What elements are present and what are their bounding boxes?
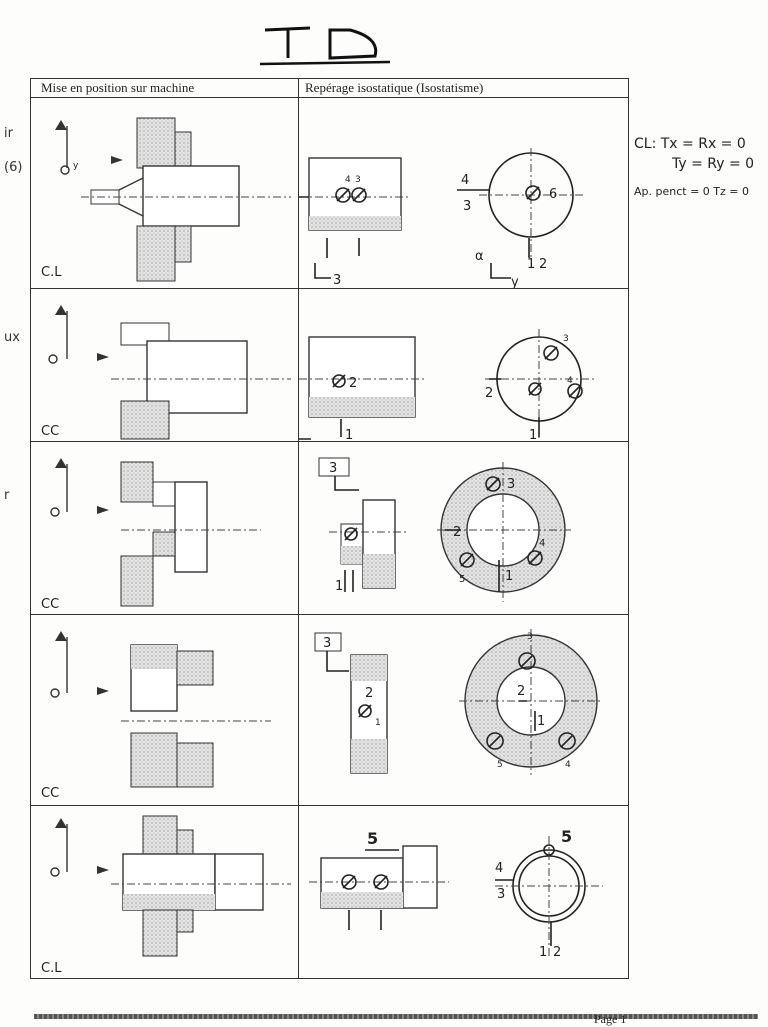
svg-text:4: 4: [539, 538, 545, 549]
svg-text:1: 1: [375, 718, 381, 728]
isostatic-drawing: 3 2 1 3 2: [314, 629, 603, 775]
mounting-mode: CC: [41, 786, 59, 801]
svg-text:3: 3: [333, 273, 341, 288]
svg-text:3: 3: [497, 887, 505, 902]
svg-text:6: 6: [549, 187, 557, 202]
isostatic-cell: 6 4 3 α 3 1 2 4 3 6: [298, 97, 629, 289]
note-line: CL: Tx = Rx = 0: [634, 136, 746, 152]
header-machine-position: Mise en position sur machine: [30, 78, 299, 98]
machine-setup-cell: C.L: [30, 805, 299, 979]
isostatic-cell: 5 4 3 5 1 2: [298, 805, 629, 979]
handwritten-notes: CL: Tx = Rx = 0 Ty = Ry = 0 Ap. penct = …: [634, 135, 764, 200]
svg-text:1: 1: [537, 714, 545, 729]
isostatic-cell: 3 1: [298, 441, 629, 615]
svg-text:1: 1: [529, 428, 537, 441]
mounting-mode: CC: [41, 597, 59, 612]
svg-text:y: y: [73, 161, 79, 171]
svg-text:3: 3: [563, 334, 569, 344]
svg-text:2: 2: [517, 684, 525, 699]
svg-text:α: α: [475, 249, 484, 264]
svg-text:4: 4: [565, 760, 571, 770]
svg-text:4: 4: [567, 376, 573, 386]
svg-text:3: 3: [329, 461, 337, 476]
margin-note: r: [4, 488, 10, 503]
svg-text:2: 2: [485, 386, 493, 401]
margin-note: ir: [4, 126, 13, 141]
lathe-setup-drawing: CC: [41, 458, 261, 612]
svg-text:1: 1: [335, 579, 343, 594]
isostatic-drawing: 6 4 3 α 3 1 2 4 3 6: [299, 148, 583, 288]
svg-text:3: 3: [463, 199, 471, 214]
machine-setup-cell: CC: [30, 614, 299, 806]
margin-note: ux: [4, 330, 20, 345]
mounting-mode: CC: [41, 424, 59, 439]
lathe-setup-drawing: CC: [41, 305, 291, 440]
svg-text:3: 3: [507, 477, 515, 492]
document-title: T D: [240, 8, 420, 68]
positioning-table: Mise en position sur machine Repérage is…: [30, 78, 629, 979]
page-number: Page 1: [594, 1012, 627, 1026]
lathe-setup-drawing: y C.L: [41, 117, 291, 282]
svg-text:2: 2: [349, 376, 357, 391]
lathe-setup-drawing: CC: [41, 631, 271, 801]
svg-text:1: 1: [345, 428, 353, 441]
svg-text:1: 1: [527, 257, 535, 272]
note-line: Ty = Ry = 0: [672, 155, 755, 172]
mounting-mode: C.L: [41, 265, 62, 280]
machine-setup-cell: CC: [30, 441, 299, 615]
margin-note: (6): [4, 160, 23, 175]
svg-text:2: 2: [539, 257, 547, 272]
isostatic-cell: 2 1 3 3 2 4 1: [298, 288, 629, 442]
svg-text:y: y: [511, 275, 519, 288]
svg-text:5: 5: [367, 829, 378, 848]
footer-rule: [34, 1014, 758, 1019]
isostatic-cell: 3 2 1 3 2: [298, 614, 629, 806]
machine-setup-cell: CC: [30, 288, 299, 442]
svg-text:3: 3: [355, 175, 361, 185]
isostatic-drawing: 5 4 3 5 1 2: [309, 827, 603, 960]
svg-text:4: 4: [461, 173, 469, 188]
svg-text:3: 3: [527, 632, 533, 642]
svg-text:4: 4: [495, 861, 503, 876]
mounting-mode: C.L: [41, 961, 62, 976]
svg-text:3: 3: [323, 636, 331, 651]
svg-text:4: 4: [345, 175, 351, 185]
svg-text:1: 1: [505, 569, 513, 584]
svg-text:2: 2: [453, 525, 461, 540]
isostatic-drawing: 2 1 3 3 2 4 1: [299, 329, 595, 441]
lathe-setup-drawing: C.L: [41, 815, 291, 976]
svg-text:5: 5: [497, 760, 503, 770]
svg-text:2: 2: [365, 686, 373, 701]
isostatic-drawing: 3 1: [318, 457, 571, 602]
svg-text:5: 5: [459, 574, 465, 585]
svg-text:1: 1: [539, 945, 547, 960]
svg-text:2: 2: [553, 945, 561, 960]
note-line: Ap. penct = 0 Tz = 0: [634, 185, 749, 199]
machine-setup-cell: y C.L: [30, 97, 299, 289]
svg-text:5: 5: [561, 827, 572, 846]
header-isostatic-marking: Repérage isostatique (Isostatisme): [298, 78, 629, 98]
